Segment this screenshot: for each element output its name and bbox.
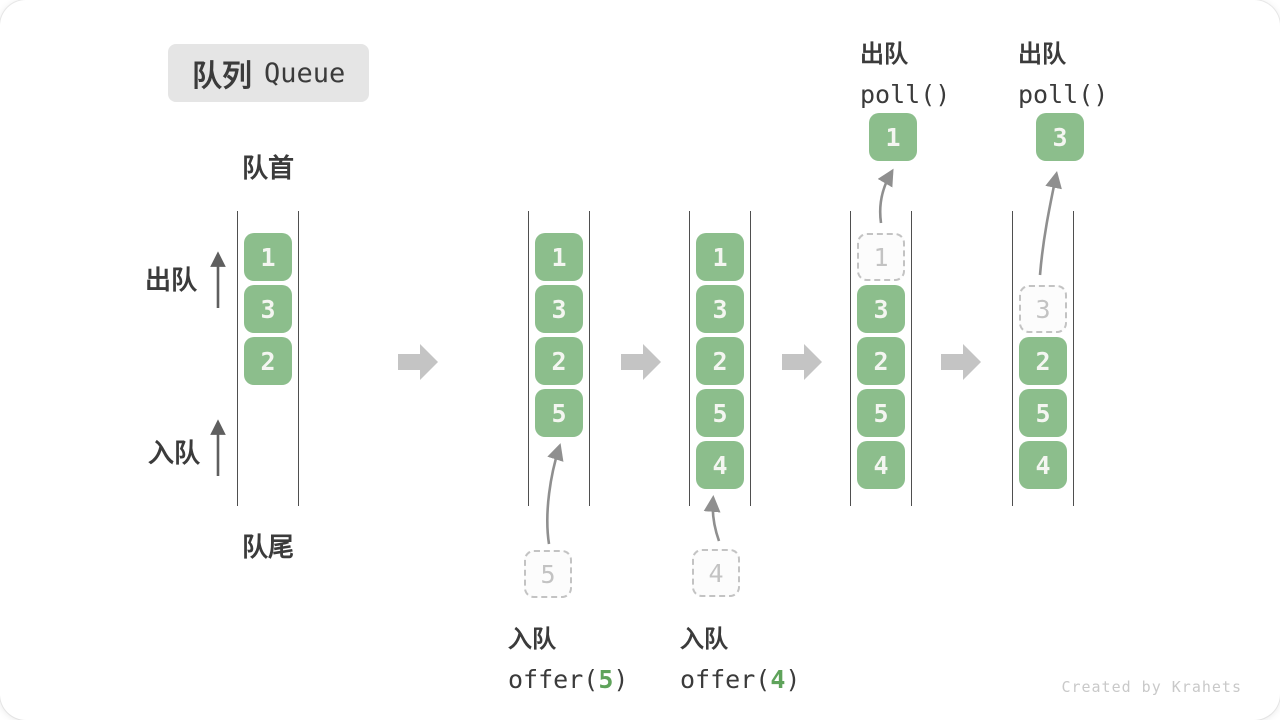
title-badge: 队列 Queue <box>168 44 370 102</box>
queue-element: 5 <box>535 389 583 437</box>
poll2-zh-label: 出队 <box>1018 41 1066 68</box>
ghost-slot: 3 <box>1019 285 1067 333</box>
queue-element: 4 <box>1019 441 1067 489</box>
poll1-annotation: 出队 poll() <box>860 34 950 109</box>
poll2-code-label: poll() <box>1018 80 1109 109</box>
transition-arrow-1-icon <box>398 344 438 380</box>
queue-element: 1 <box>535 233 583 281</box>
offer5-close: ) <box>613 665 629 694</box>
staged-element: 4 <box>692 549 740 597</box>
removed-element: 1 <box>869 113 917 161</box>
offer4-zh-label: 入队 <box>680 626 728 653</box>
offer4-arg: 4 <box>770 665 786 694</box>
offer5-code-label: offer(5) <box>508 665 628 694</box>
queue-element: 4 <box>696 441 744 489</box>
queue-rear-label: 队尾 <box>241 532 294 562</box>
poll1-zh-label: 出队 <box>860 41 908 68</box>
poll1-code-label: poll() <box>860 80 951 109</box>
offer4-close: ) <box>785 665 801 694</box>
queue-element: 4 <box>857 441 905 489</box>
queue-element: 5 <box>1019 389 1067 437</box>
queue-channel-state2 <box>528 211 590 506</box>
queue-element: 3 <box>535 285 583 333</box>
queue-element: 3 <box>244 285 292 333</box>
title-zh: 队列 <box>192 60 252 93</box>
offer4-code-label: offer(4) <box>680 665 800 694</box>
queue-element: 3 <box>696 285 744 333</box>
watermark: Created by Krahets <box>1061 678 1242 696</box>
queue-element: 5 <box>696 389 744 437</box>
enqueue-side-label: 入队 <box>147 438 200 468</box>
queue-element: 1 <box>244 233 292 281</box>
ghost-slot: 1 <box>857 233 905 281</box>
queue-front-label: 队首 <box>241 153 294 183</box>
transition-arrow-3-icon <box>782 344 822 380</box>
queue-element: 2 <box>535 337 583 385</box>
queue-element: 1 <box>696 233 744 281</box>
offer4-fn: offer( <box>680 665 771 694</box>
offer5-fn: offer( <box>508 665 599 694</box>
queue-element: 2 <box>857 337 905 385</box>
queue-element: 2 <box>244 337 292 385</box>
offer5-arg: 5 <box>598 665 614 694</box>
queue-element: 5 <box>857 389 905 437</box>
offer4-annotation: 入队 offer(4) <box>680 619 800 694</box>
offer4-arrow-icon <box>703 494 721 542</box>
transition-arrow-4-icon <box>941 344 981 380</box>
offer5-zh-label: 入队 <box>508 626 556 653</box>
offer5-annotation: 入队 offer(5) <box>508 619 628 694</box>
dequeue-side-label: 出队 <box>144 265 197 295</box>
queue-element: 2 <box>1019 337 1067 385</box>
removed-element: 3 <box>1036 113 1084 161</box>
queue-channel-state3 <box>689 211 751 506</box>
title-en: Queue <box>264 57 346 89</box>
poll2-annotation: 出队 poll() <box>1018 34 1108 109</box>
queue-channel-state4 <box>850 211 912 506</box>
queue-channel-state1 <box>237 211 299 506</box>
transition-arrow-2-icon <box>621 344 661 380</box>
queue-element: 3 <box>857 285 905 333</box>
queue-element: 2 <box>696 337 744 385</box>
staged-element: 5 <box>524 550 572 598</box>
queue-channel-state5 <box>1012 211 1074 506</box>
